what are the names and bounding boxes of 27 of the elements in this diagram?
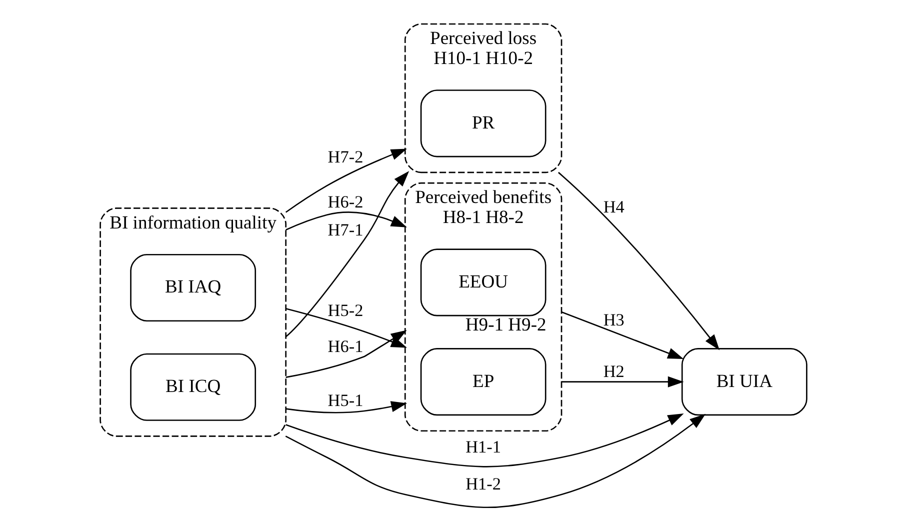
node-box: EEOU	[420, 248, 546, 316]
edge-label: H6-1	[327, 336, 363, 356]
node-box: BI ICQ	[130, 353, 256, 421]
edge-label: H6-2	[327, 192, 363, 212]
edge-label: H1-2	[465, 474, 501, 494]
arrow	[284, 414, 706, 508]
edge-label: H5-1	[327, 391, 363, 410]
edge-label: H3	[602, 310, 624, 330]
edge-label: H7-2	[327, 147, 363, 166]
arrow	[284, 148, 406, 213]
edge-label: H7-1	[327, 220, 363, 240]
arrow	[560, 311, 684, 359]
edge-label: H2	[602, 362, 624, 382]
edge-label: H4	[602, 198, 624, 217]
arrow	[285, 414, 684, 468]
arrow	[561, 376, 684, 388]
node-box: BI UIA	[680, 348, 807, 416]
arrow	[558, 172, 720, 350]
edge-label: H5-2	[327, 301, 363, 320]
node-box: PR	[420, 90, 546, 158]
arrow	[284, 170, 409, 338]
arrow	[285, 212, 406, 230]
node-label: H9-1 H9-2	[464, 314, 546, 336]
edge-label: H1-1	[465, 438, 501, 457]
node-box: EP	[420, 348, 546, 416]
node-box: BI IAQ	[130, 254, 256, 322]
arrow	[285, 401, 407, 414]
